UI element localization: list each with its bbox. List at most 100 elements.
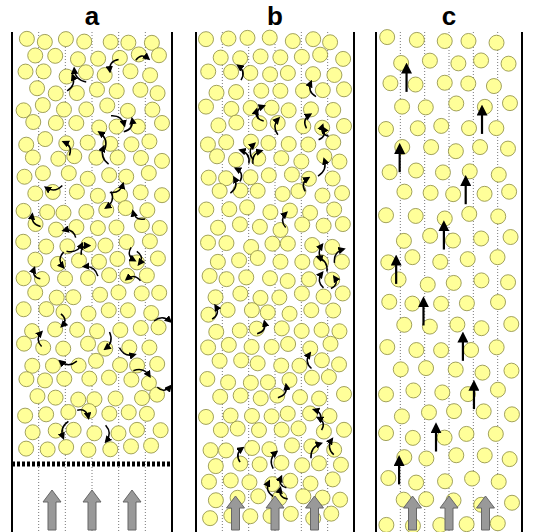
particle <box>435 165 450 180</box>
particle <box>218 443 233 458</box>
particle <box>490 382 505 397</box>
particle <box>209 85 224 100</box>
motion-arrow <box>314 410 321 422</box>
particle <box>48 86 63 101</box>
particle <box>230 421 245 436</box>
motion-arrow <box>38 332 42 346</box>
particle <box>152 285 167 300</box>
particle <box>232 217 247 232</box>
particle <box>447 404 462 419</box>
particle <box>326 135 341 150</box>
particle <box>90 188 105 203</box>
particle <box>437 75 452 90</box>
particle <box>243 509 258 524</box>
rise-arrow <box>462 335 464 361</box>
particle <box>477 99 492 114</box>
particle <box>121 35 136 50</box>
particle <box>121 405 136 420</box>
particle <box>490 516 505 531</box>
particle <box>321 370 336 385</box>
particle <box>98 238 113 253</box>
particle <box>35 166 50 181</box>
particle <box>315 188 330 203</box>
particle <box>500 141 515 156</box>
particle <box>208 290 223 305</box>
particle <box>409 32 424 47</box>
particle <box>39 302 54 317</box>
particle <box>273 254 288 269</box>
particle <box>304 370 319 385</box>
particle <box>281 137 296 152</box>
particle <box>202 268 217 283</box>
particle <box>272 290 287 305</box>
particle <box>223 408 238 423</box>
motion-arrow <box>111 116 124 126</box>
particle <box>282 373 297 388</box>
particle <box>16 234 31 249</box>
particle <box>155 115 170 130</box>
particle <box>489 121 504 136</box>
motion-arrow <box>120 348 135 356</box>
particle <box>59 440 74 455</box>
particle <box>91 254 106 269</box>
particle <box>333 457 348 472</box>
particle <box>17 336 32 351</box>
particle <box>435 385 450 400</box>
particle <box>285 34 300 49</box>
particle <box>409 475 424 490</box>
particle <box>243 375 258 390</box>
particle <box>405 296 420 311</box>
particle <box>19 372 34 387</box>
particle <box>130 422 145 437</box>
particle <box>448 144 463 159</box>
particle <box>311 456 326 471</box>
motion-arrow <box>60 361 77 365</box>
particle <box>201 340 216 355</box>
particle <box>292 358 307 373</box>
particle <box>109 84 124 99</box>
particle <box>209 324 224 339</box>
motion-arrow <box>319 245 323 261</box>
motion-arrow <box>303 178 308 191</box>
particle <box>273 222 288 237</box>
motion-arrow <box>238 66 243 81</box>
particle <box>327 67 342 82</box>
particle <box>505 495 520 510</box>
particle <box>113 358 128 373</box>
particle <box>270 116 285 131</box>
motion-arrow <box>282 213 286 228</box>
particle <box>112 50 127 65</box>
particle <box>109 119 124 134</box>
particle <box>150 86 165 101</box>
particle <box>82 371 97 386</box>
particle <box>102 168 117 183</box>
particle <box>337 82 352 97</box>
particle <box>91 51 106 66</box>
particle <box>151 48 166 63</box>
particle <box>133 321 148 336</box>
particle <box>445 233 460 248</box>
particle <box>144 306 159 321</box>
motion-arrow <box>280 477 286 488</box>
particle <box>139 406 154 421</box>
particle <box>450 317 465 332</box>
particle <box>69 184 84 199</box>
particle <box>110 150 125 165</box>
particle <box>476 404 491 419</box>
particle <box>203 443 218 458</box>
particle <box>17 169 32 184</box>
particle <box>153 423 168 438</box>
particle <box>81 237 96 252</box>
motion-arrow <box>238 448 243 462</box>
motion-arrow <box>157 386 170 390</box>
particle <box>219 135 234 150</box>
particle <box>58 32 73 47</box>
particle <box>449 96 464 111</box>
particle <box>249 321 264 336</box>
particle <box>316 218 331 233</box>
particle <box>26 115 41 130</box>
particle <box>101 303 116 318</box>
particle <box>219 236 234 251</box>
bed-panel <box>376 30 522 532</box>
motion-arrows <box>212 66 344 500</box>
